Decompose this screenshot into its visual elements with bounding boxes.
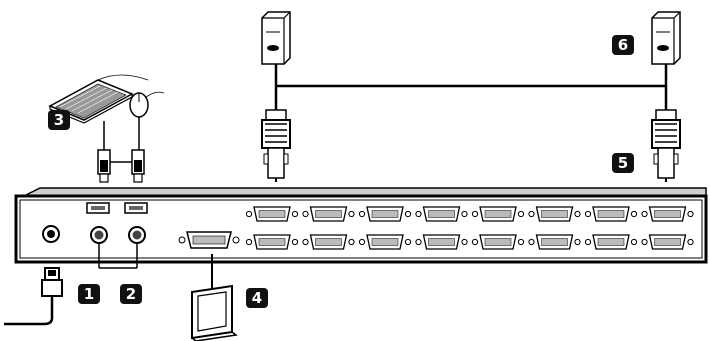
kvm-switch-chassis (14, 187, 708, 264)
computer-right-icon (651, 11, 681, 65)
console-ps2-ports (90, 226, 146, 244)
callout-5-label: 5 (618, 154, 628, 172)
kvm-port-array (245, 206, 694, 250)
ps2-cable-line (98, 243, 138, 269)
console-vga-port (178, 231, 240, 249)
callout-6: 6 (612, 35, 634, 55)
kvm-port (245, 206, 299, 222)
callout-4: 4 (246, 288, 268, 308)
kvm-port (358, 206, 412, 222)
kvm-port (245, 234, 299, 250)
computer-left-icon (261, 11, 291, 65)
console-input-cables (97, 117, 145, 183)
kvm-port (471, 206, 525, 222)
kvm-port (584, 234, 638, 250)
kvm-port (528, 234, 581, 250)
kvm-port (641, 206, 694, 222)
monitor-icon (191, 254, 238, 341)
kvm-port (528, 206, 581, 222)
console-usb-ports (86, 202, 148, 214)
kvm-port (415, 234, 468, 250)
kvm-port (584, 206, 638, 222)
callout-3-label: 3 (54, 111, 64, 129)
kvm-port (302, 206, 355, 222)
power-cable (4, 267, 63, 326)
callout-1-label: 1 (84, 285, 94, 303)
mouse-icon (129, 91, 165, 118)
callout-5: 5 (612, 153, 634, 173)
kvm-port (641, 234, 694, 250)
callout-2-label: 2 (126, 285, 136, 303)
callout-2: 2 (120, 284, 142, 304)
callout-4-label: 4 (252, 289, 262, 307)
kvm-port (358, 234, 412, 250)
callout-1: 1 (78, 284, 100, 304)
keyboard-icon (48, 74, 149, 124)
kvm-cable (274, 64, 668, 110)
callout-6-label: 6 (618, 36, 628, 54)
kvm-port (415, 206, 468, 222)
kvm-port (302, 234, 355, 250)
kvm-port (471, 234, 525, 250)
callout-3: 3 (48, 110, 70, 130)
kvm-cable-connector-right (651, 109, 681, 182)
power-jack (42, 225, 60, 243)
kvm-cable-connector-left (261, 109, 291, 182)
